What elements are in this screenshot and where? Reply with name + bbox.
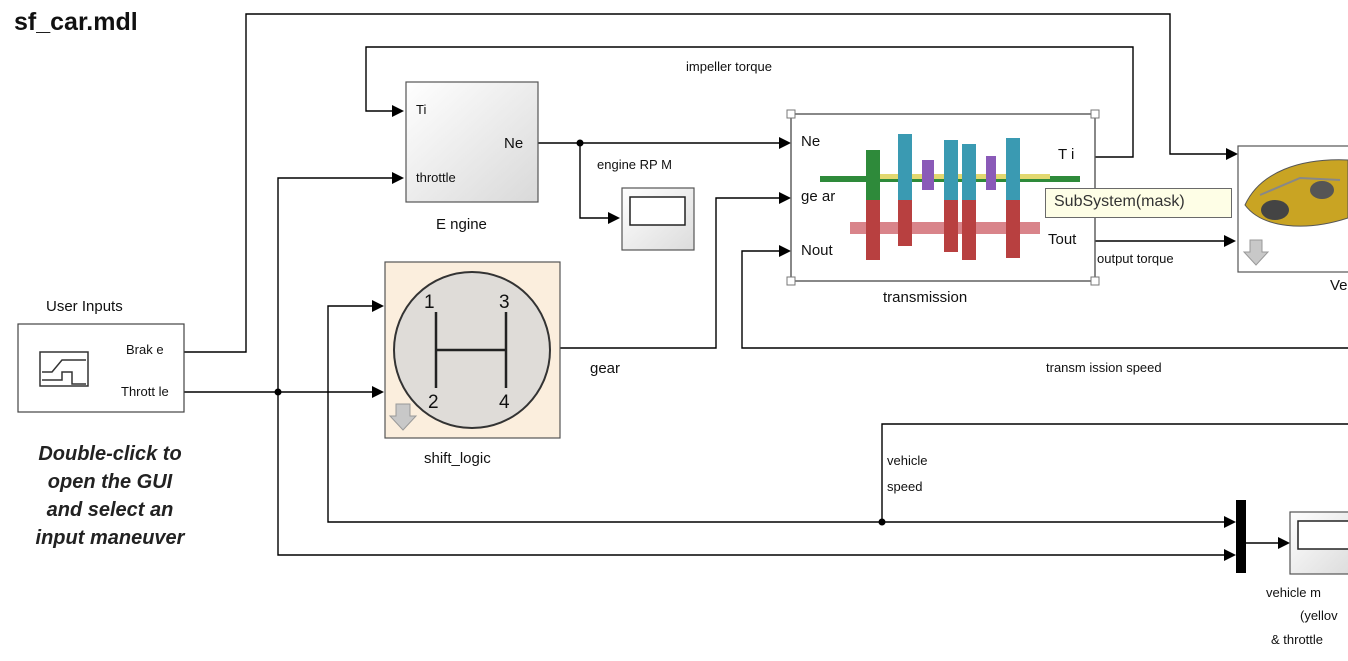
junction-dots xyxy=(274,139,886,526)
wire-transmission-speed[interactable] xyxy=(741,250,1348,349)
vehicle-scope-caption-1: vehicle m xyxy=(1266,585,1321,600)
transmission-name: transmission xyxy=(883,289,968,306)
engine-port-ne: Ne xyxy=(504,135,524,152)
engine-port-throttle: throttle xyxy=(416,170,456,185)
mux-block[interactable] xyxy=(1236,500,1246,573)
car-chassis-illustration xyxy=(1244,159,1348,227)
transmission-port-tout: Tout xyxy=(1048,231,1077,248)
transmission-port-nout: Nout xyxy=(801,242,833,259)
engine-rpm-scope[interactable] xyxy=(621,187,695,251)
down-arrow-icon xyxy=(1242,239,1270,266)
shift-logic-block[interactable] xyxy=(384,261,561,439)
gear-4-label: 4 xyxy=(499,392,510,413)
gear-2-label: 2 xyxy=(428,392,439,413)
engine-block[interactable] xyxy=(405,81,539,203)
selection-handles xyxy=(786,109,1100,286)
engine-port-ti: Ti xyxy=(416,102,427,117)
gear-3-label: 3 xyxy=(499,292,510,313)
wire-throttle-mux[interactable] xyxy=(277,392,1228,556)
transmission-port-ti: T i xyxy=(1058,146,1075,163)
vehicle-name-partial: Ve xyxy=(1330,277,1348,294)
vehicle-scope-caption-3: & throttle xyxy=(1271,632,1324,647)
wire-rpm[interactable] xyxy=(579,143,614,219)
model-title: sf_car.mdl xyxy=(14,8,138,36)
wire-brake[interactable] xyxy=(184,13,1232,353)
shift-logic-name: shift_logic xyxy=(424,450,491,467)
wire-speed-shift[interactable] xyxy=(327,305,1228,523)
subsystem-tooltip: SubSystem(mask) xyxy=(1045,188,1232,218)
user-inputs-name: User Inputs xyxy=(46,298,123,315)
signal-impeller-torque: impeller torque xyxy=(686,59,772,74)
engine-rpm-label: engine RP M xyxy=(597,157,672,172)
signal-builder-icon xyxy=(39,351,89,387)
wire-impeller-torque[interactable] xyxy=(365,46,1134,158)
signal-transmission-speed: transm ission speed xyxy=(1046,360,1162,375)
user-inputs-block[interactable] xyxy=(17,323,185,413)
transmission-port-ne: Ne xyxy=(801,133,821,150)
signal-output-torque: output torque xyxy=(1097,251,1174,266)
wire-throttle-engine[interactable] xyxy=(277,177,398,392)
signal-vehicle-speed-2: speed xyxy=(887,479,923,494)
arrowheads xyxy=(372,105,1290,561)
signal-vehicle-speed-1: vehicle xyxy=(887,453,928,468)
vehicle-scope-caption-2: (yellov xyxy=(1300,608,1338,623)
gearbox-illustration xyxy=(820,134,1080,260)
port-throttle: Thrott le xyxy=(121,384,169,399)
wire-vehicle-speed[interactable] xyxy=(881,423,1348,522)
down-arrow-icon xyxy=(388,403,418,431)
hint-text: Double-click to open the GUI and select … xyxy=(35,443,185,549)
transmission-port-gear: ge ar xyxy=(801,188,836,205)
port-brake: Brak e xyxy=(126,342,164,357)
vehicle-scope[interactable] xyxy=(1289,511,1348,575)
signal-gear: gear xyxy=(590,360,621,377)
vehicle-block[interactable] xyxy=(1237,145,1348,273)
signal-wires xyxy=(184,13,1348,556)
engine-name: E ngine xyxy=(436,216,487,233)
gear-1-label: 1 xyxy=(424,292,435,313)
wire-gear[interactable] xyxy=(560,197,785,349)
